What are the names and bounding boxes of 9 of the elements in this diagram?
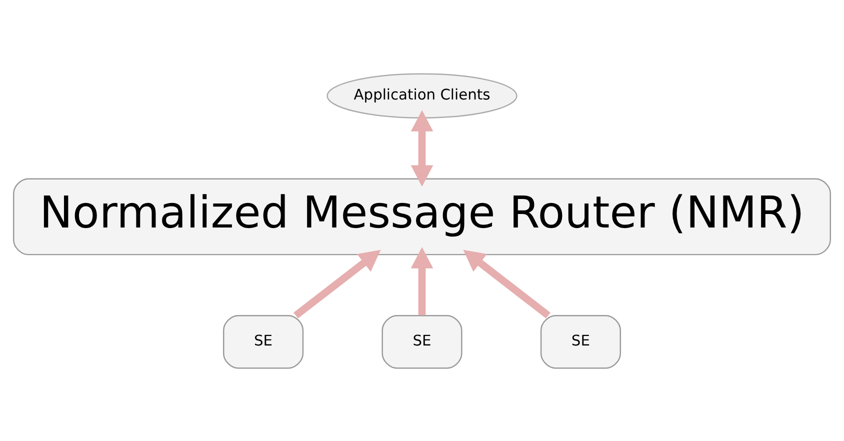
arrow: [294, 249, 381, 318]
arrow: [410, 110, 434, 186]
arrow: [410, 246, 434, 315]
node-box: SE: [540, 314, 621, 368]
arrow: [463, 249, 550, 318]
node-box: Normalized Message Router (NMR): [13, 178, 831, 255]
node-box: SE: [382, 314, 462, 368]
node-box: SE: [223, 314, 304, 368]
node-ellipse: Application Clients: [326, 72, 518, 118]
